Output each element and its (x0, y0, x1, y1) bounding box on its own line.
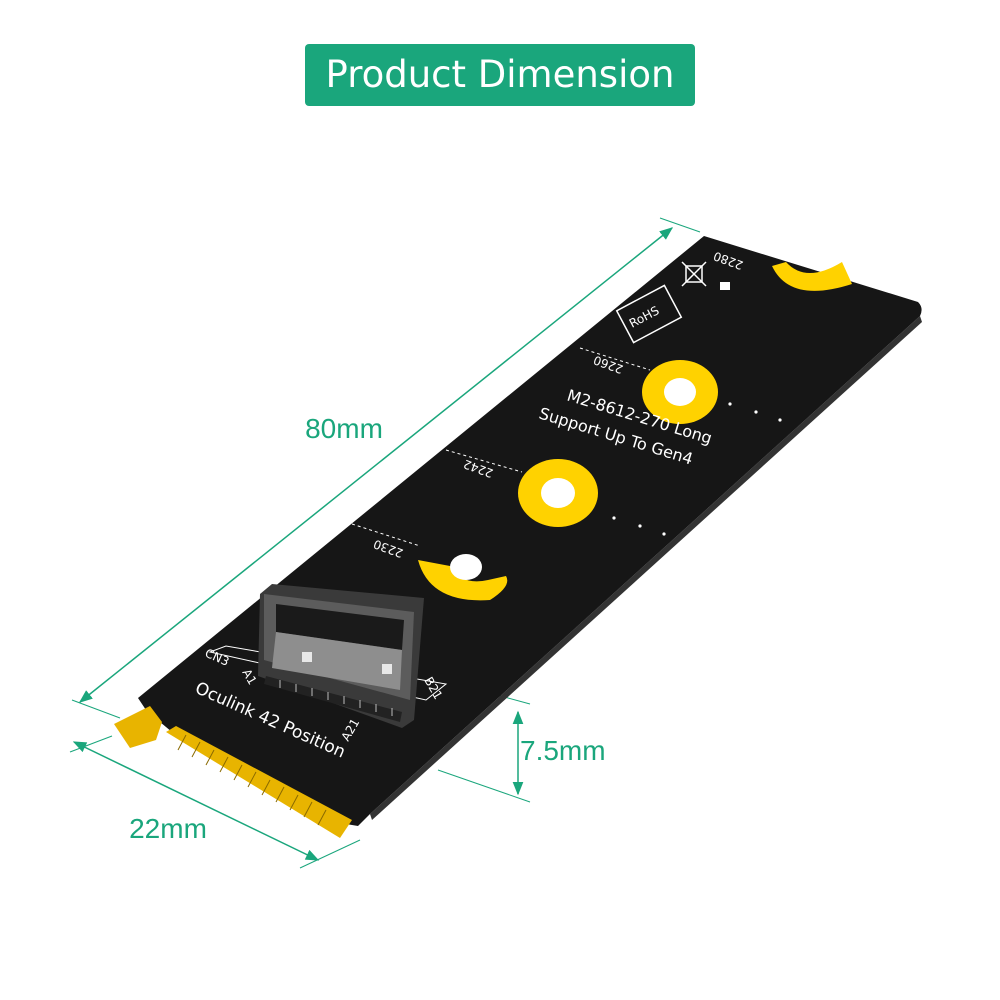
length-label: 80mm (305, 413, 383, 444)
page-title: Product Dimension (305, 44, 695, 106)
dimension-width: 22mm (69, 735, 361, 869)
weee-bin-icon (681, 261, 707, 287)
dimension-length: 80mm (71, 217, 701, 719)
m2-board: 2280 2260 2242 2230 M2-8612-270 Long Sup… (114, 236, 922, 838)
dimension-height: 7.5mm (427, 675, 606, 803)
weee-bar (720, 282, 730, 290)
dot-marks (612, 402, 782, 536)
mount-pad-2230 (418, 554, 508, 601)
length-mark-lines (351, 347, 651, 547)
height-label: 7.5mm (520, 735, 606, 766)
mount-pad-2260 (642, 360, 718, 424)
pin-a1: A1 (239, 667, 259, 688)
mount-pad-2242 (518, 459, 598, 527)
oculink-connector (258, 584, 424, 728)
mount-pad-2280 (772, 262, 852, 291)
width-label: 22mm (129, 813, 207, 844)
gold-fingers (114, 706, 352, 838)
